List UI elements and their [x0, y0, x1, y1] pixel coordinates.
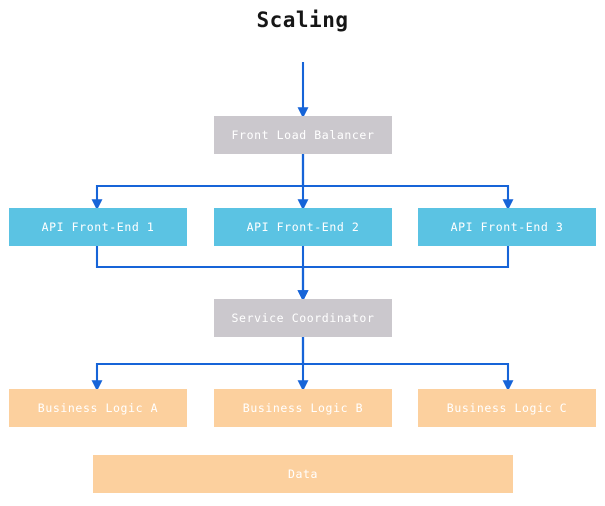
node-label: API Front-End 1 [41, 219, 155, 234]
node-api-front-end-1[interactable]: API Front-End 1 [9, 208, 187, 246]
edge-api-1-to-coordinator [95, 246, 309, 302]
node-business-logic-a[interactable]: Business Logic A [9, 389, 187, 427]
node-label: Data [287, 466, 319, 481]
node-business-logic-b[interactable]: Business Logic B [214, 389, 392, 427]
node-data[interactable]: Data [93, 455, 513, 493]
node-business-logic-c[interactable]: Business Logic C [418, 389, 596, 427]
edge-coordinator-to-logic-a [91, 337, 305, 392]
edge-api-3-to-coordinator [297, 246, 510, 302]
node-label: API Front-End 2 [246, 219, 360, 234]
node-label: Service Coordinator [231, 310, 375, 325]
node-label: Business Logic A [37, 400, 159, 415]
node-front-load-balancer[interactable]: Front Load Balancer [214, 116, 392, 154]
edge-balancer-to-api-3 [301, 154, 514, 211]
node-api-front-end-3[interactable]: API Front-End 3 [418, 208, 596, 246]
edge-coordinator-to-logic-c [301, 337, 514, 392]
edge-balancer-to-api-1 [91, 154, 305, 211]
node-label: API Front-End 3 [450, 219, 564, 234]
diagram-title: Scaling [256, 8, 349, 32]
node-api-front-end-2[interactable]: API Front-End 2 [214, 208, 392, 246]
node-label: Business Logic B [242, 400, 364, 415]
node-label: Business Logic C [446, 400, 568, 415]
node-service-coordinator[interactable]: Service Coordinator [214, 299, 392, 337]
node-label: Front Load Balancer [231, 127, 375, 142]
